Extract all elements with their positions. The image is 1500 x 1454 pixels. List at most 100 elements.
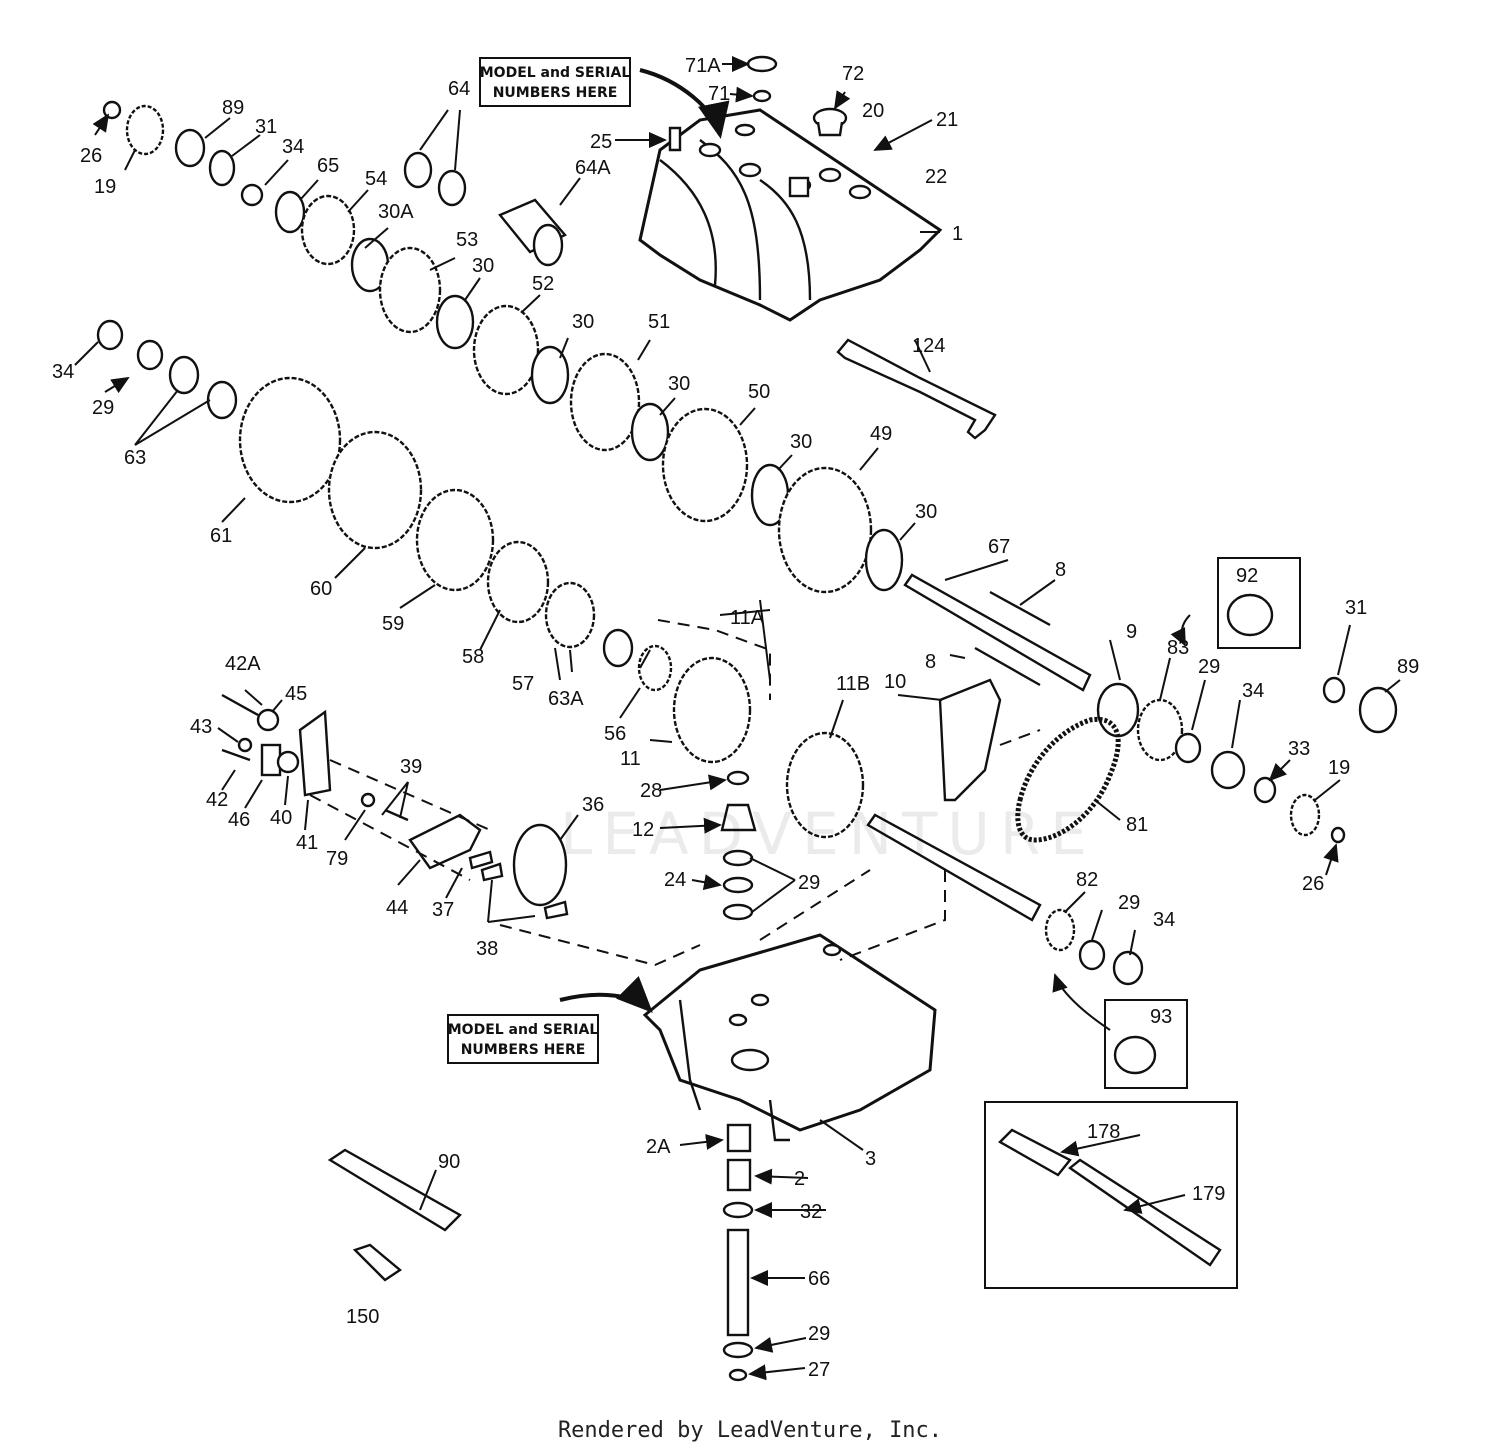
part-label: 71 — [708, 83, 730, 105]
bushing-part — [437, 169, 467, 207]
part-label: 30 — [472, 255, 494, 277]
part-label: 11A — [730, 607, 765, 629]
inset-box — [984, 1101, 1238, 1289]
stamp-line: NUMBERS HERE — [493, 85, 618, 101]
part-label: 59 — [382, 613, 404, 635]
key-part — [989, 590, 1051, 627]
cylinder-end — [532, 223, 564, 267]
part-label: 40 — [270, 807, 292, 829]
stamp-line: MODEL and SERIAL — [448, 1022, 599, 1038]
part-label: 12 — [632, 819, 654, 841]
part-label: 57 — [512, 673, 534, 695]
model-serial-stamp-top: MODEL and SERIAL NUMBERS HERE — [479, 57, 631, 107]
part-label: 89 — [1397, 656, 1419, 678]
part-label: 89 — [222, 97, 244, 119]
part-label: 27 — [808, 1359, 830, 1381]
part-label: 60 — [310, 578, 332, 600]
part-label: 30A — [378, 201, 414, 223]
part-label: 30 — [668, 373, 690, 395]
part-label: 26 — [80, 145, 102, 167]
part-label: 51 — [648, 311, 670, 333]
bracket-part — [836, 338, 997, 440]
leader-lines — [74, 56, 1401, 1381]
part-label: 31 — [255, 116, 277, 138]
part-label: 29 — [92, 397, 114, 419]
part-label: 24 — [664, 869, 686, 891]
part-label: 179 — [1192, 1183, 1225, 1205]
part-label: 71A — [685, 55, 721, 77]
part-label: 30 — [790, 431, 812, 453]
footer-credit: Rendered by LeadVenture, Inc. — [557, 1418, 943, 1443]
part-label: 11B — [836, 673, 870, 695]
part-label: 34 — [52, 361, 74, 383]
lower-shaft-part — [866, 813, 1042, 922]
stamp-line: MODEL and SERIAL — [480, 65, 631, 81]
shaft-part — [1067, 1158, 1222, 1267]
upper-gear-row — [102, 100, 904, 594]
part-label: 42 — [206, 789, 228, 811]
shift-fork-assembly — [221, 693, 569, 920]
part-label: 46 — [228, 809, 250, 831]
part-label: 42A — [225, 653, 261, 675]
part-label: 53 — [456, 229, 478, 251]
part-label: 93 — [1150, 1006, 1172, 1028]
part-label: 22 — [925, 166, 947, 188]
part-label: 19 — [1328, 757, 1350, 779]
part-label: 25 — [590, 131, 612, 153]
part-label: 29 — [798, 872, 820, 894]
part-label: 33 — [1288, 738, 1310, 760]
part-label: 67 — [988, 536, 1010, 558]
part-label: 79 — [326, 848, 348, 870]
part-label: 3 — [865, 1148, 876, 1170]
part-label: 34 — [1153, 909, 1175, 931]
model-serial-stamp-bottom: MODEL and SERIAL NUMBERS HERE — [447, 1014, 599, 1064]
assembly-lines — [309, 619, 1041, 967]
stamp-line: NUMBERS HERE — [461, 1042, 586, 1058]
watermark: LEADVENTURE — [560, 800, 1097, 868]
part-label: 30 — [572, 311, 594, 333]
part-label: 43 — [190, 716, 212, 738]
part-labels: 26 19 89 31 34 65 54 64 64A 30A 53 30 52… — [52, 55, 1419, 1381]
part-label: 58 — [462, 646, 484, 668]
part-label: 56 — [604, 723, 626, 745]
part-label: 2 — [794, 1168, 805, 1190]
part-label: 21 — [936, 109, 958, 131]
part-label: 34 — [282, 136, 304, 158]
part-label: 8 — [925, 651, 936, 673]
part-label: 54 — [365, 168, 387, 190]
part-label: 45 — [285, 683, 307, 705]
part-label: 90 — [438, 1151, 460, 1173]
part-label: 64 — [448, 78, 470, 100]
parts-drawing — [96, 55, 1398, 1382]
upper-housing-part — [638, 108, 943, 322]
part-label: 81 — [1126, 814, 1148, 836]
shift-block-part — [938, 678, 1002, 802]
tube-part — [352, 1243, 403, 1282]
part-label: 92 — [1236, 565, 1258, 587]
part-label: 20 — [862, 100, 884, 122]
part-label: 30 — [915, 501, 937, 523]
part-label: 82 — [1076, 869, 1098, 891]
lower-gear-row — [96, 319, 865, 839]
part-label: 28 — [640, 780, 662, 802]
shaft-part — [903, 573, 1092, 692]
part-label: 19 — [94, 176, 116, 198]
part-label: 50 — [748, 381, 770, 403]
part-label: 150 — [346, 1306, 379, 1328]
part-label: 32 — [800, 1201, 822, 1223]
shaft-part — [998, 1128, 1072, 1177]
part-label: 83 — [1167, 637, 1189, 659]
part-label: 52 — [532, 273, 554, 295]
vertical-shaft-stack — [722, 1123, 754, 1382]
part-label: 29 — [1118, 892, 1140, 914]
key-part — [974, 646, 1041, 687]
part-label: 38 — [476, 938, 498, 960]
right-parts-row — [1096, 557, 1398, 844]
part-label: 178 — [1087, 1121, 1120, 1143]
bushing-part — [403, 151, 433, 189]
part-label: 8 — [1055, 559, 1066, 581]
part-label: 10 — [884, 671, 906, 693]
part-label: 1 — [952, 223, 963, 245]
chain-part — [1015, 716, 1121, 843]
part-label: 44 — [386, 897, 408, 919]
